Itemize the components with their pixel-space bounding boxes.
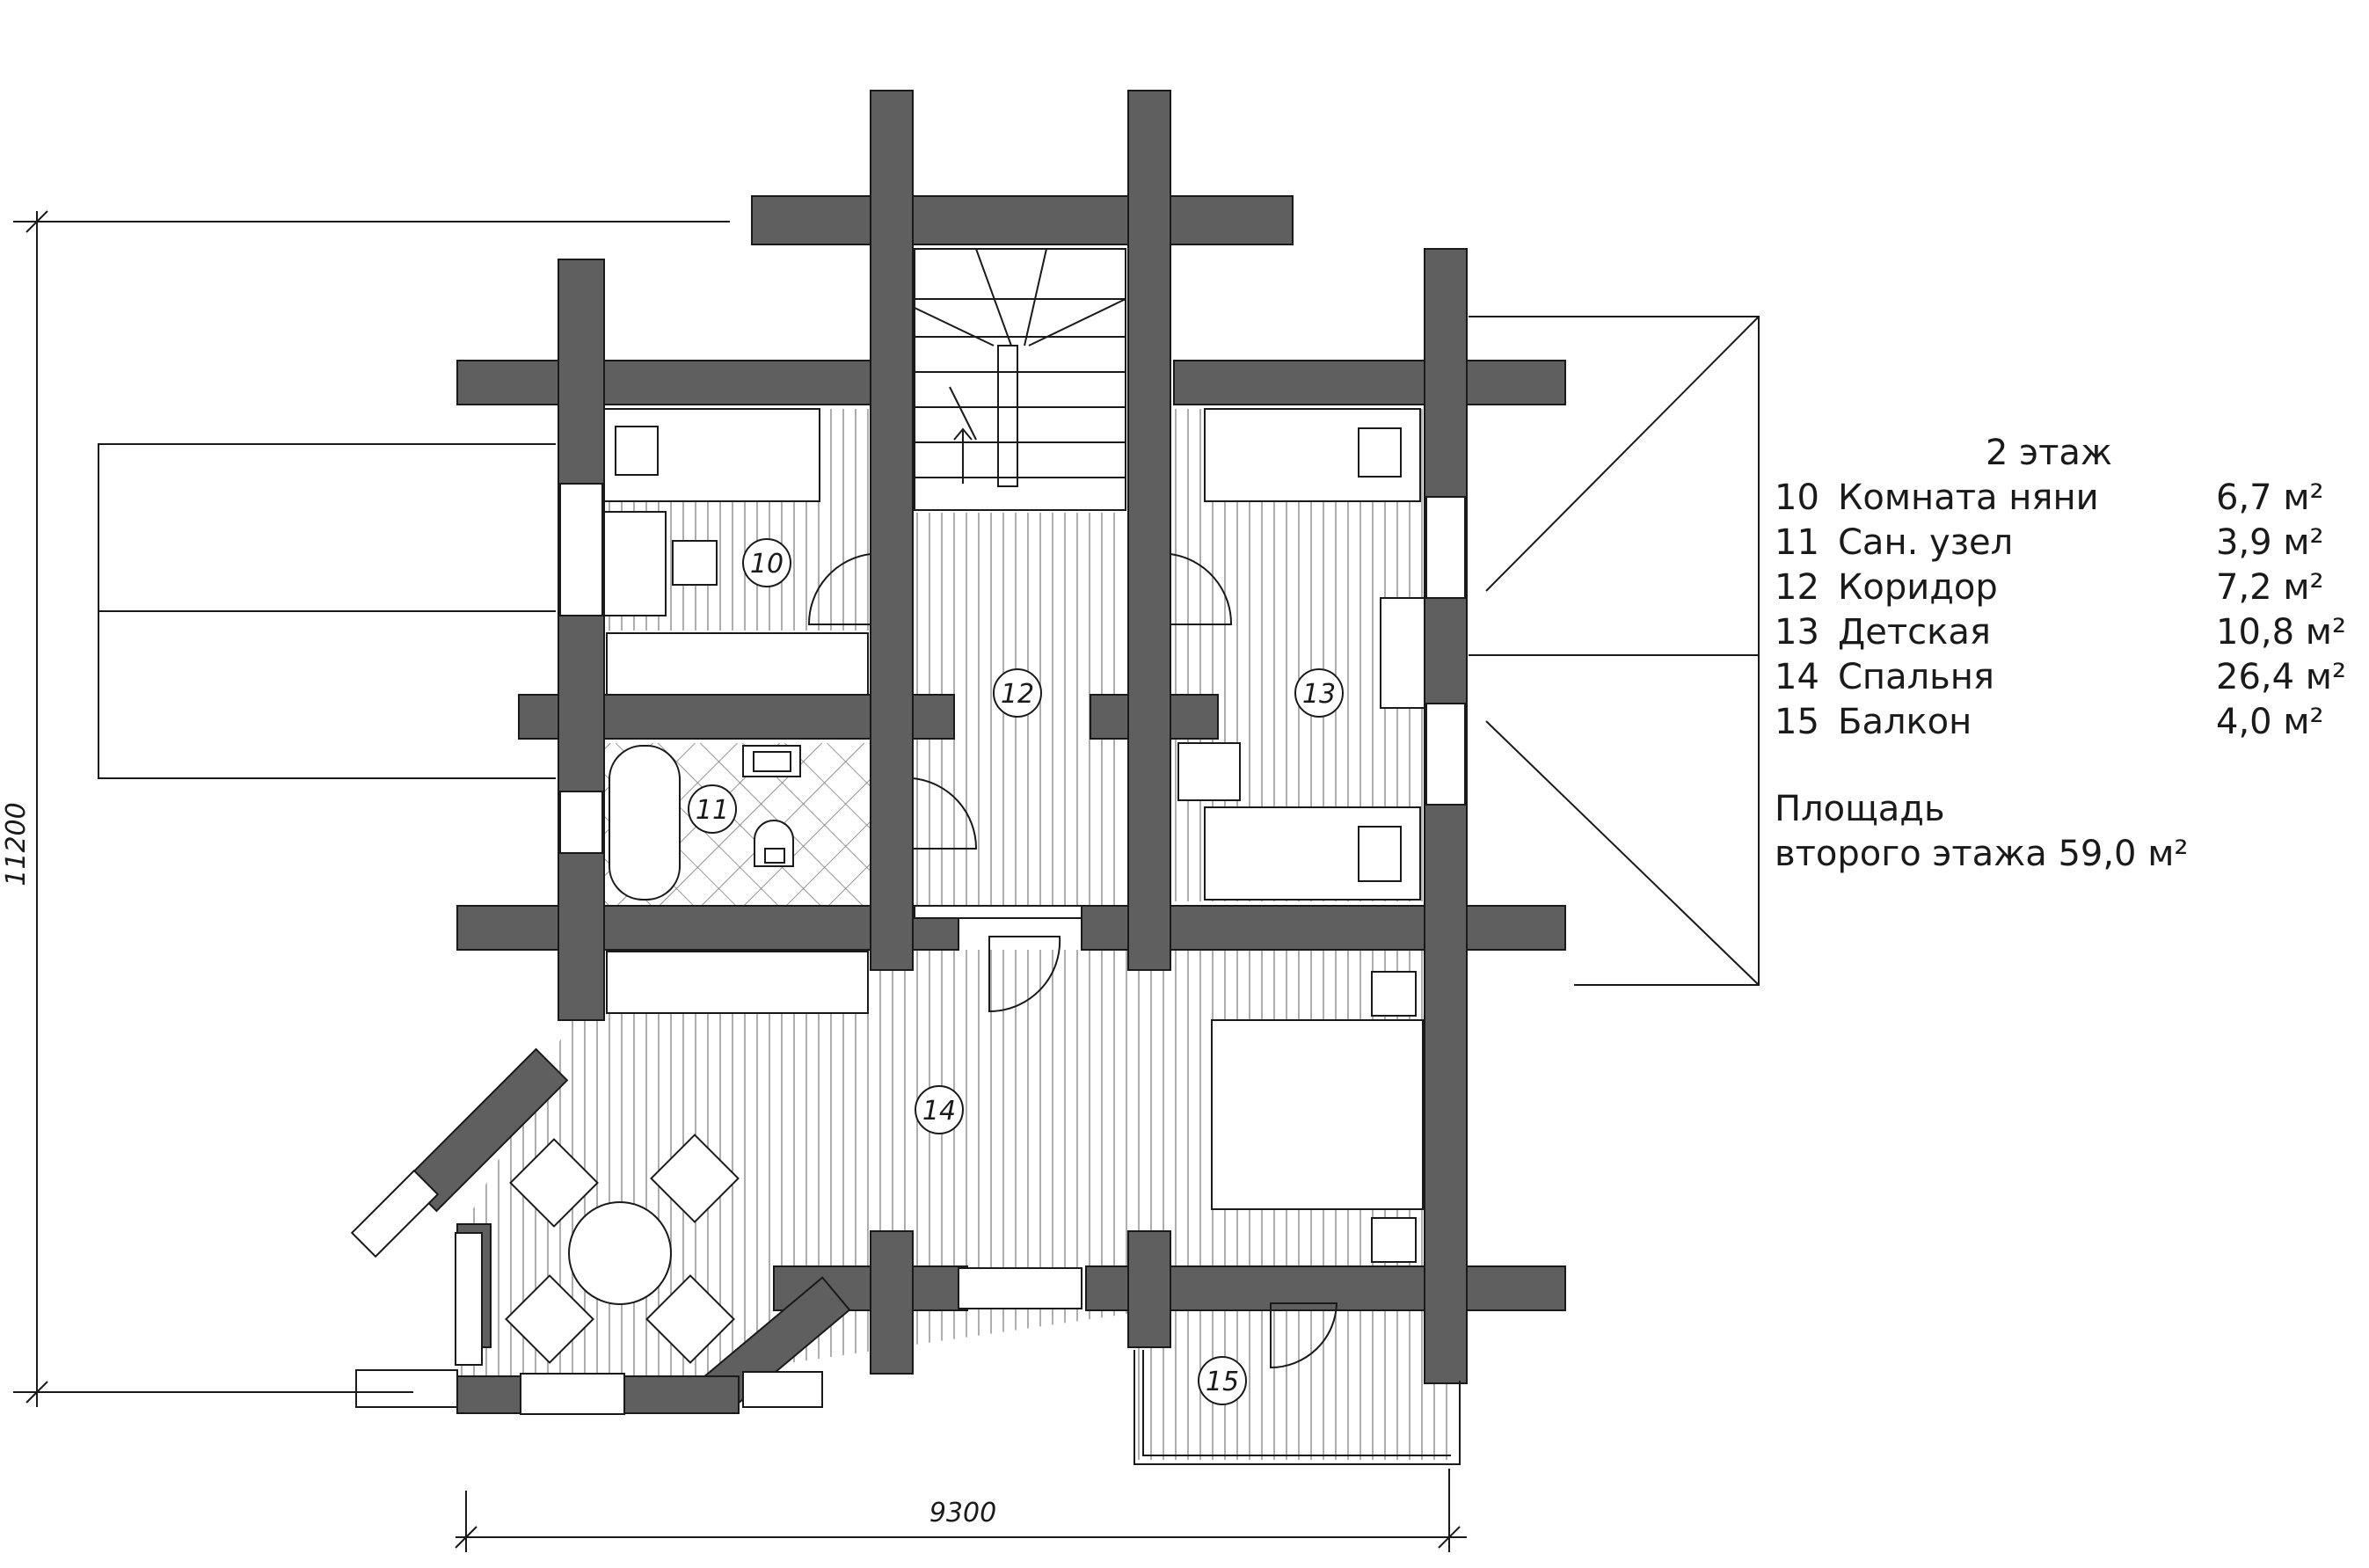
wall-v-1 <box>558 259 605 1021</box>
room-label-10: 10 <box>750 549 784 580</box>
legend-area: 26,4 м² <box>2216 657 2346 697</box>
walls <box>456 90 1566 1384</box>
total-area-line1: Площадь <box>1775 789 1945 829</box>
legend-name: Спальня <box>1838 657 1994 697</box>
legend-row: 12 Коридор 7,2 м² <box>1775 565 2357 610</box>
floor-title: 2 этаж <box>1986 433 2112 473</box>
legend-name: Детская <box>1838 612 1991 653</box>
legend-num: 11 <box>1775 522 1819 563</box>
windows <box>559 483 1466 1309</box>
furniture <box>455 408 1425 1366</box>
wall-h-top <box>751 195 1294 245</box>
desk-room-10 <box>603 511 667 616</box>
dimension-width-label: 9300 <box>929 1498 996 1528</box>
staircase <box>914 248 1126 511</box>
legend-num: 13 <box>1775 612 1819 653</box>
bathtub <box>609 745 681 901</box>
roof-outline-right <box>1469 316 1760 986</box>
roof-outline-left <box>98 443 556 779</box>
legend-area: 6,7 м² <box>2216 478 2324 518</box>
wall-h-upper-right <box>1173 360 1566 405</box>
dimension-width <box>455 1469 1467 1552</box>
room-label-11: 11 <box>696 795 729 826</box>
legend-num: 12 <box>1775 567 1819 608</box>
balcony-railing <box>1133 1350 1461 1465</box>
legend-row: 15 Балкон 4,0 м² <box>1775 700 2357 745</box>
wall-v-2-low <box>870 1230 914 1375</box>
legend-name: Балкон <box>1838 702 1972 742</box>
legend-name: Коридор <box>1838 567 1998 608</box>
legend-row: 14 Спальня 26,4 м² <box>1775 655 2357 700</box>
wall-v-3-low <box>1127 1230 1171 1348</box>
legend-row: 11 Сан. узел 3,9 м² <box>1775 521 2357 565</box>
room-labels: 10 11 12 13 14 15 <box>688 538 1344 1405</box>
legend-row: 10 Комната няни 6,7 м² <box>1775 476 2357 521</box>
legend-area: 10,8 м² <box>2216 612 2346 653</box>
legend-row: 13 Детская 10,8 м² <box>1775 610 2357 655</box>
wall-h-upper-left <box>456 360 871 405</box>
wall-v-4 <box>1424 248 1468 1384</box>
total-area-line2: второго этажа 59,0 м² <box>1775 834 2189 874</box>
double-bed <box>1211 1019 1424 1210</box>
room-label-13: 13 <box>1302 679 1336 710</box>
room-legend: 2 этаж 10 Комната няни 6,7 м² 11 Сан. уз… <box>1775 431 2357 877</box>
room-label-12: 12 <box>1001 679 1034 710</box>
room-label-15: 15 <box>1206 1367 1239 1397</box>
doors <box>807 553 1338 1369</box>
wall-v-3 <box>1127 90 1171 971</box>
floor-room-15 <box>1134 1302 1451 1460</box>
wall-v-2 <box>870 90 914 971</box>
bay-windows <box>350 1169 823 1415</box>
legend-area: 7,2 м² <box>2216 567 2324 608</box>
legend-area: 4,0 м² <box>2216 702 2324 742</box>
desk-room-13 <box>1380 597 1425 709</box>
legend-num: 14 <box>1775 657 1819 697</box>
wardrobe-room-10 <box>606 632 869 696</box>
total-area-label: Площадь второго этажа 59,0 м² <box>1775 787 2357 877</box>
room-label-14: 14 <box>922 1096 956 1127</box>
dimension-height-label: 11200 <box>1 802 32 886</box>
legend-name: Сан. узел <box>1838 522 2014 563</box>
legend-area: 3,9 м² <box>2216 522 2324 563</box>
legend-name: Комната няни <box>1838 478 2099 518</box>
stair-well <box>915 249 1126 513</box>
legend-num: 15 <box>1775 702 1819 742</box>
wardrobe-room-14 <box>606 951 869 1014</box>
legend-num: 10 <box>1775 478 1819 518</box>
dimension-height <box>13 210 730 1407</box>
round-table <box>568 1201 672 1305</box>
